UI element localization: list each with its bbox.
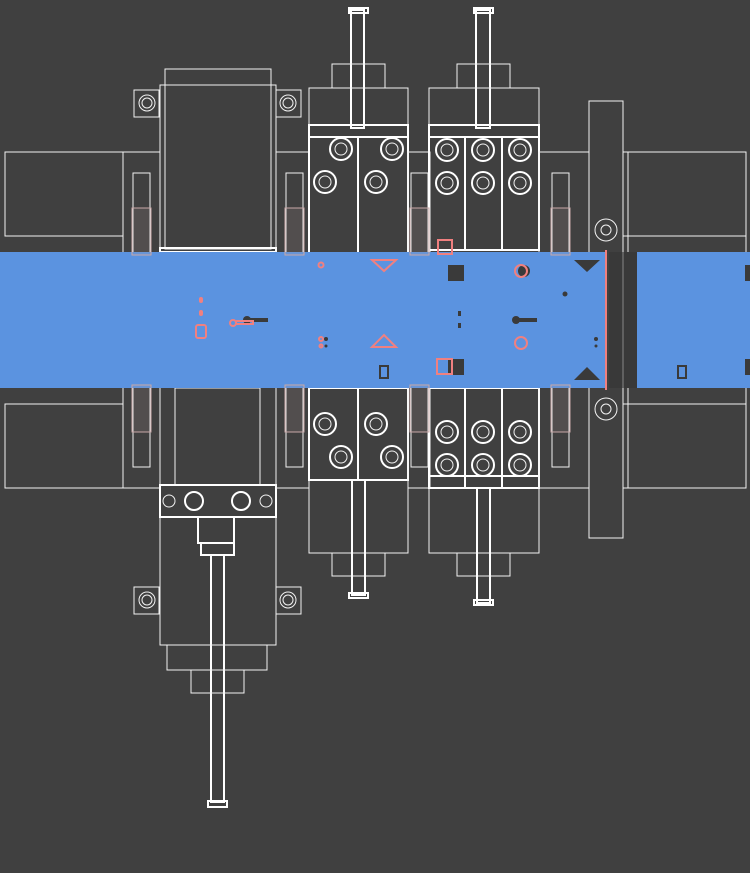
triangle-down-marker [369, 259, 399, 273]
motor-assembly [133, 68, 310, 808]
triangle-up-dark [574, 367, 600, 380]
triangle-down-dark [574, 260, 600, 272]
clamp-tabs [131, 207, 571, 433]
conveyor-band [0, 250, 750, 390]
markers [195, 239, 750, 380]
triangle-up-marker [369, 333, 399, 348]
